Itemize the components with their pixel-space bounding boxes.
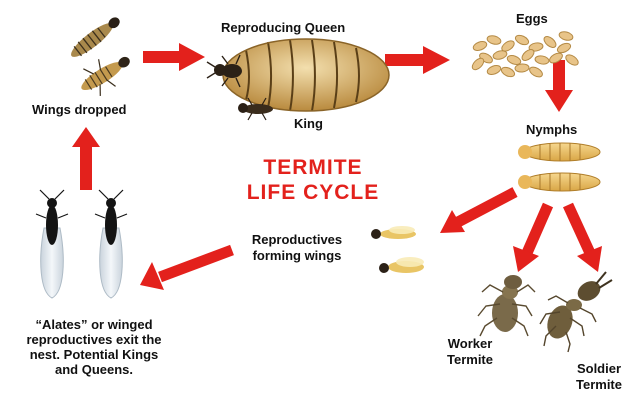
label-reproducing-queen: Reproducing Queen	[221, 20, 346, 35]
label-nymphs: Nymphs	[526, 122, 578, 137]
alates-illustration	[35, 189, 128, 299]
label-reproductives-line-2: forming wings	[252, 248, 342, 263]
label-alates-line-1: “Alates” or winged	[35, 317, 153, 332]
label-alates-line-2: reproductives exit the	[26, 332, 162, 347]
label-soldier-line-2: Termite	[576, 377, 622, 392]
label-worker-line-1: Worker	[447, 336, 493, 351]
soldier-termite-illustration	[539, 271, 613, 353]
reproductives-forming-wings-illustration	[371, 226, 424, 273]
nymphs-illustration	[518, 142, 601, 192]
arrow-eggs-to-nymphs	[545, 60, 573, 112]
label-king: King	[294, 116, 323, 131]
arrow-nymphs-to-reproductives	[440, 187, 518, 233]
label-soldier-line-1: Soldier	[576, 361, 622, 376]
arrow-queen-to-eggs	[385, 46, 450, 74]
label-alates-line-4: and Queens.	[54, 362, 134, 377]
wings-dropped-termites-illustration	[71, 17, 130, 96]
label-eggs: Eggs	[516, 11, 548, 26]
king-illustration	[238, 97, 273, 121]
arrow-alates-to-wings-dropped	[72, 127, 100, 190]
arrow-wings-dropped-to-queen	[143, 43, 205, 71]
diagram-title-line-2: LIFE CYCLE	[246, 181, 380, 204]
label-wings-dropped: Wings dropped	[32, 102, 127, 117]
label-reproductives-line-1: Reproductives	[251, 232, 343, 247]
eggs-illustration	[471, 31, 579, 78]
worker-termite-illustration	[477, 275, 536, 337]
diagram-title-line-1: TERMITE	[263, 156, 363, 179]
arrow-nymphs-to-worker	[513, 202, 554, 272]
label-alates-line-3: nest. Potential Kings	[29, 347, 159, 362]
label-worker-line-2: Termite	[447, 352, 493, 367]
arrow-reproductives-to-alates	[140, 244, 234, 290]
reproducing-queen-illustration	[206, 38, 390, 112]
arrow-nymphs-to-soldier	[563, 202, 602, 272]
